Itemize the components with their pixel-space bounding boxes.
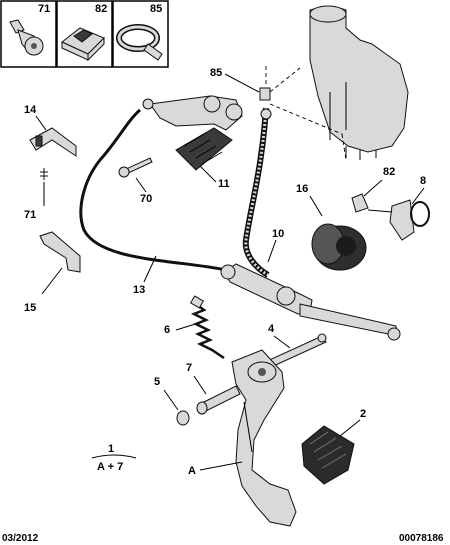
callout-6: 6: [164, 324, 170, 336]
slave-cylinder: [142, 95, 243, 171]
callout-15: 15: [24, 302, 36, 314]
inset-label-82: 82: [95, 3, 107, 15]
callout-85: 85: [210, 67, 222, 79]
pedal-pad-2: [301, 425, 355, 485]
legend-formula: A + 7: [97, 461, 123, 473]
reservoir-leader: [269, 67, 347, 161]
callout-10: 10: [272, 228, 284, 240]
callout-5: 5: [154, 376, 160, 388]
switch-8: [367, 199, 430, 241]
callout-82: 82: [383, 166, 395, 178]
callout-11: 11: [218, 178, 230, 190]
flexible-hose: [242, 107, 272, 278]
clip-nut-icon: [61, 27, 105, 62]
inset-label-71: 71: [38, 3, 50, 15]
fluid-reservoir: [309, 5, 409, 160]
assembly-legend: 1 A + 7: [91, 443, 137, 473]
callout-16: 16: [296, 183, 308, 195]
inset-box-85: 85: [112, 0, 169, 68]
bracket-15: [39, 231, 81, 273]
clutch-pipe-13: [79, 108, 227, 272]
hose-clamp-icon: [116, 24, 163, 61]
callout-8: 8: [420, 175, 426, 187]
bushing-5: [176, 410, 190, 426]
rubber-grommet-16: [311, 223, 367, 271]
footer-reference: 00078186: [399, 533, 444, 544]
legend-number: 1: [108, 443, 114, 455]
master-cylinder: [220, 263, 401, 341]
clip-71: [40, 168, 48, 180]
screw-icon: [9, 19, 44, 56]
bolt-70: [118, 157, 153, 178]
spring-6: [189, 295, 225, 360]
callout-71: 71: [24, 209, 36, 221]
callout-A: A: [188, 465, 196, 477]
callout-7: 7: [186, 362, 192, 374]
inset-box-71: 71: [0, 0, 57, 68]
clip-nut-82: [351, 193, 369, 213]
clutch-pedal-arm: [231, 349, 297, 527]
callout-2: 2: [360, 408, 366, 420]
pivot-pin-7: [196, 385, 241, 415]
footer-date: 03/2012: [2, 533, 39, 544]
bracket-14: [29, 127, 77, 157]
callout-4: 4: [268, 323, 275, 335]
callout-14: 14: [24, 104, 37, 116]
callout-13: 13: [133, 284, 145, 296]
callout-70: 70: [140, 193, 152, 205]
inset-box-82: 82: [56, 0, 113, 68]
clamp-85-part: [259, 87, 271, 101]
inset-label-85: 85: [150, 3, 162, 15]
